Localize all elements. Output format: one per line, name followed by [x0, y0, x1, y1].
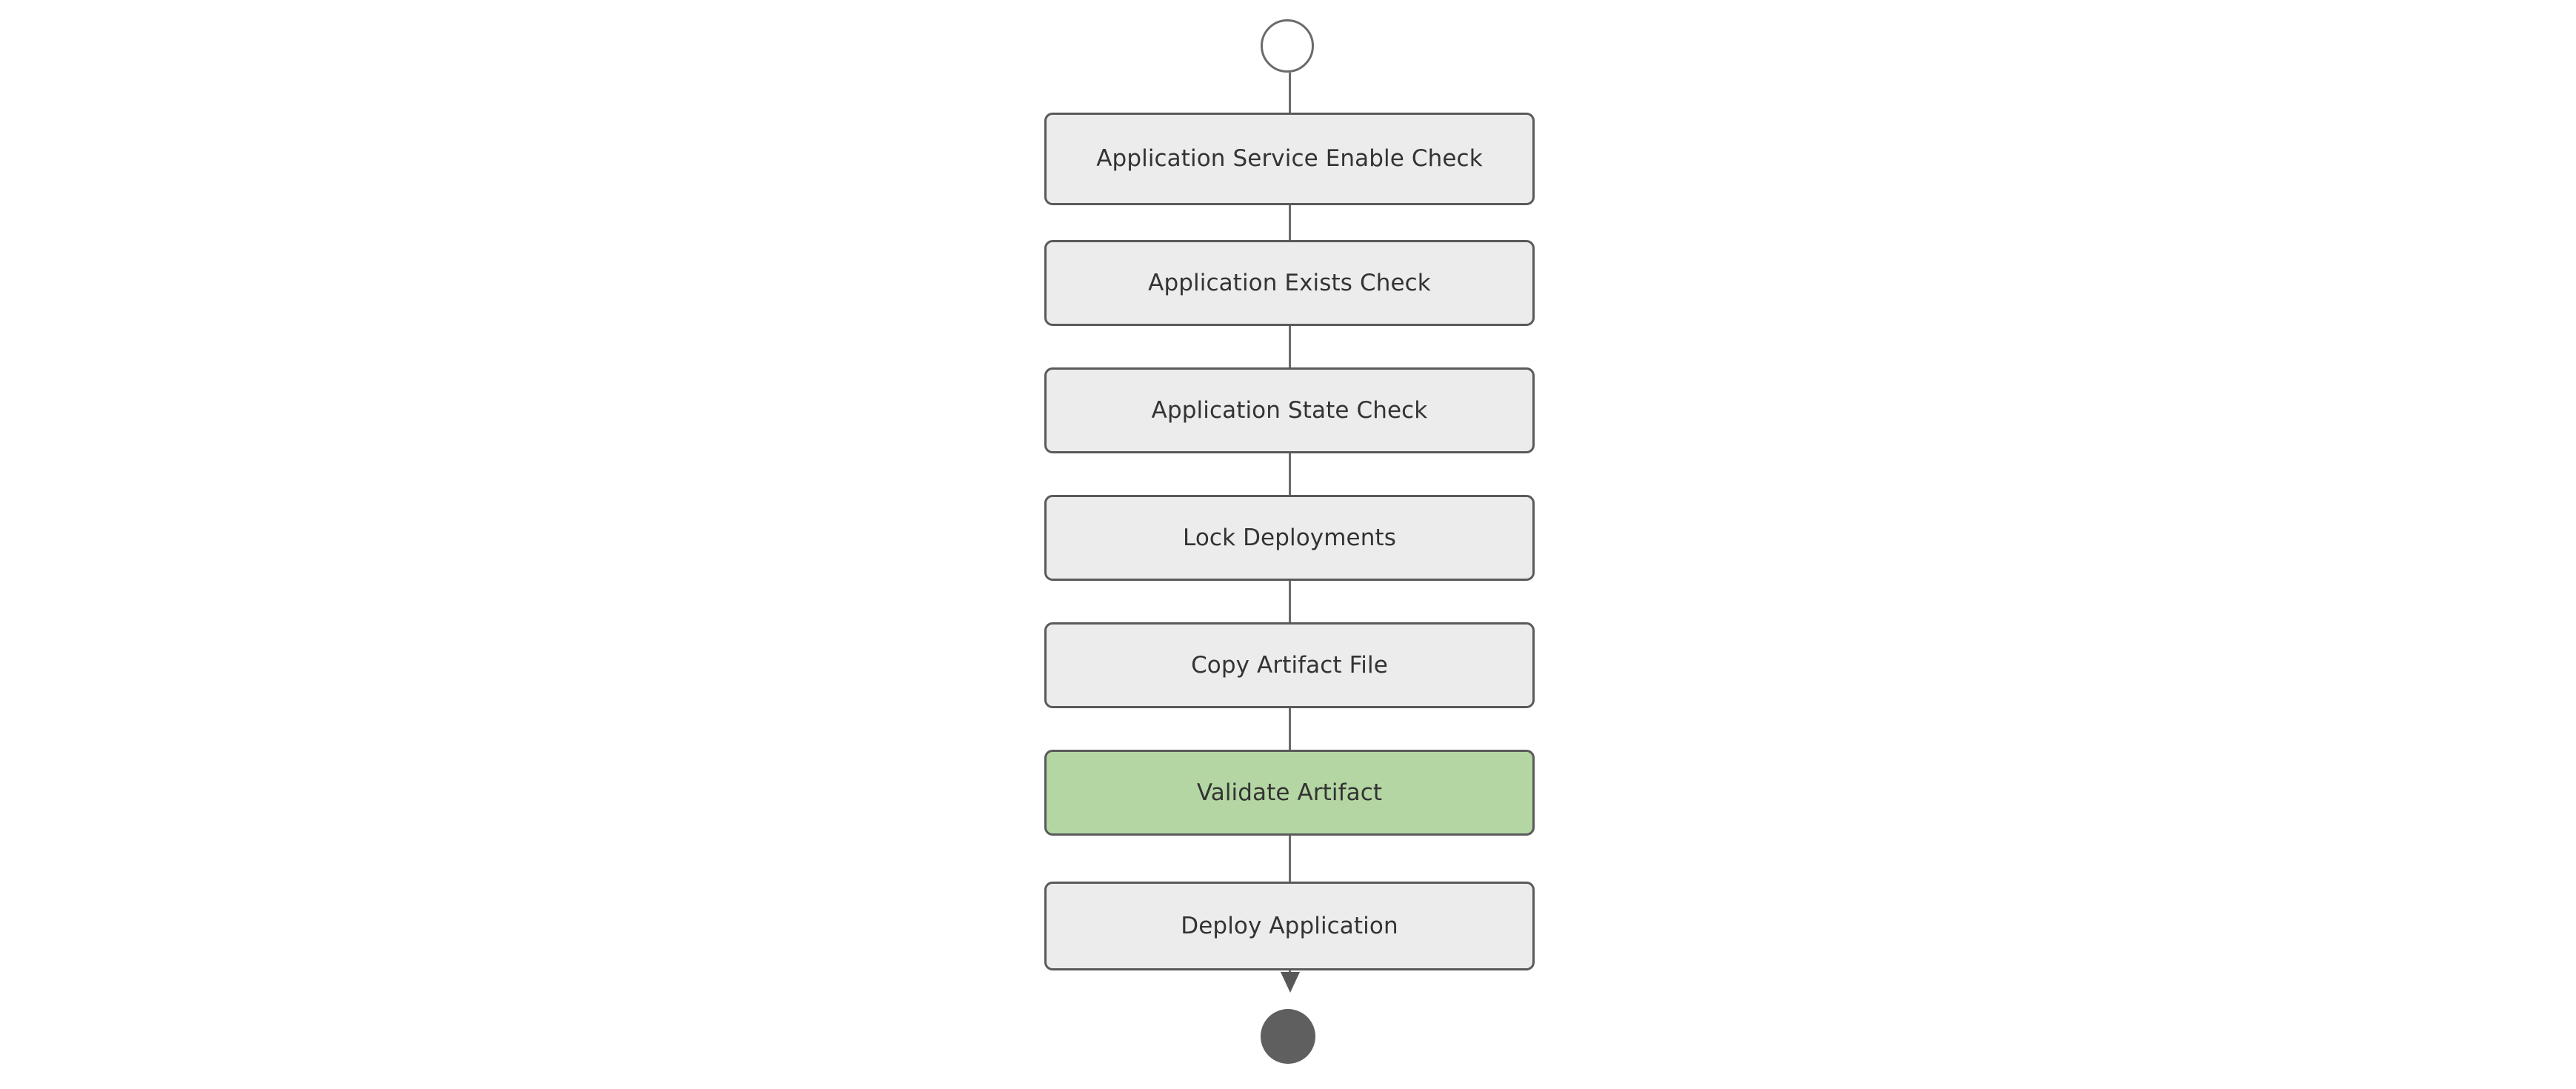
node-label: Lock Deployments: [1183, 524, 1396, 551]
connector-node1-to-node2: [1289, 203, 1291, 242]
node-label: Deploy Application: [1181, 912, 1398, 939]
node-label: Application Service Enable Check: [1096, 145, 1483, 173]
connector-node3-to-node4: [1289, 452, 1291, 496]
connector-start-to-node1: [1289, 73, 1291, 114]
node-validate-artifact[interactable]: Validate Artifact: [1044, 750, 1535, 836]
node-lock-deployments[interactable]: Lock Deployments: [1044, 495, 1535, 581]
node-label: Application Exists Check: [1148, 269, 1431, 296]
connector-node6-to-node7: [1289, 834, 1291, 883]
node-application-state-check[interactable]: Application State Check: [1044, 367, 1535, 453]
node-application-service-enable-check[interactable]: Application Service Enable Check: [1044, 113, 1535, 205]
node-label: Copy Artifact File: [1191, 651, 1388, 679]
connector-node5-to-node6: [1289, 707, 1291, 751]
workflow-flow-column: Application Service Enable Check Applica…: [1044, 0, 1535, 1089]
node-copy-artifact-file[interactable]: Copy Artifact File: [1044, 622, 1535, 708]
end-event-circle-icon: [1261, 1009, 1315, 1064]
connector-node2-to-node3: [1289, 324, 1291, 369]
node-application-exists-check[interactable]: Application Exists Check: [1044, 240, 1535, 326]
node-label: Application State Check: [1151, 396, 1428, 424]
node-label: Validate Artifact: [1196, 779, 1383, 806]
start-event-circle-icon: [1261, 19, 1314, 73]
connector-node4-to-node5: [1289, 579, 1291, 624]
node-deploy-application[interactable]: Deploy Application: [1044, 882, 1535, 970]
connector-arrow-icon: [1281, 972, 1300, 993]
